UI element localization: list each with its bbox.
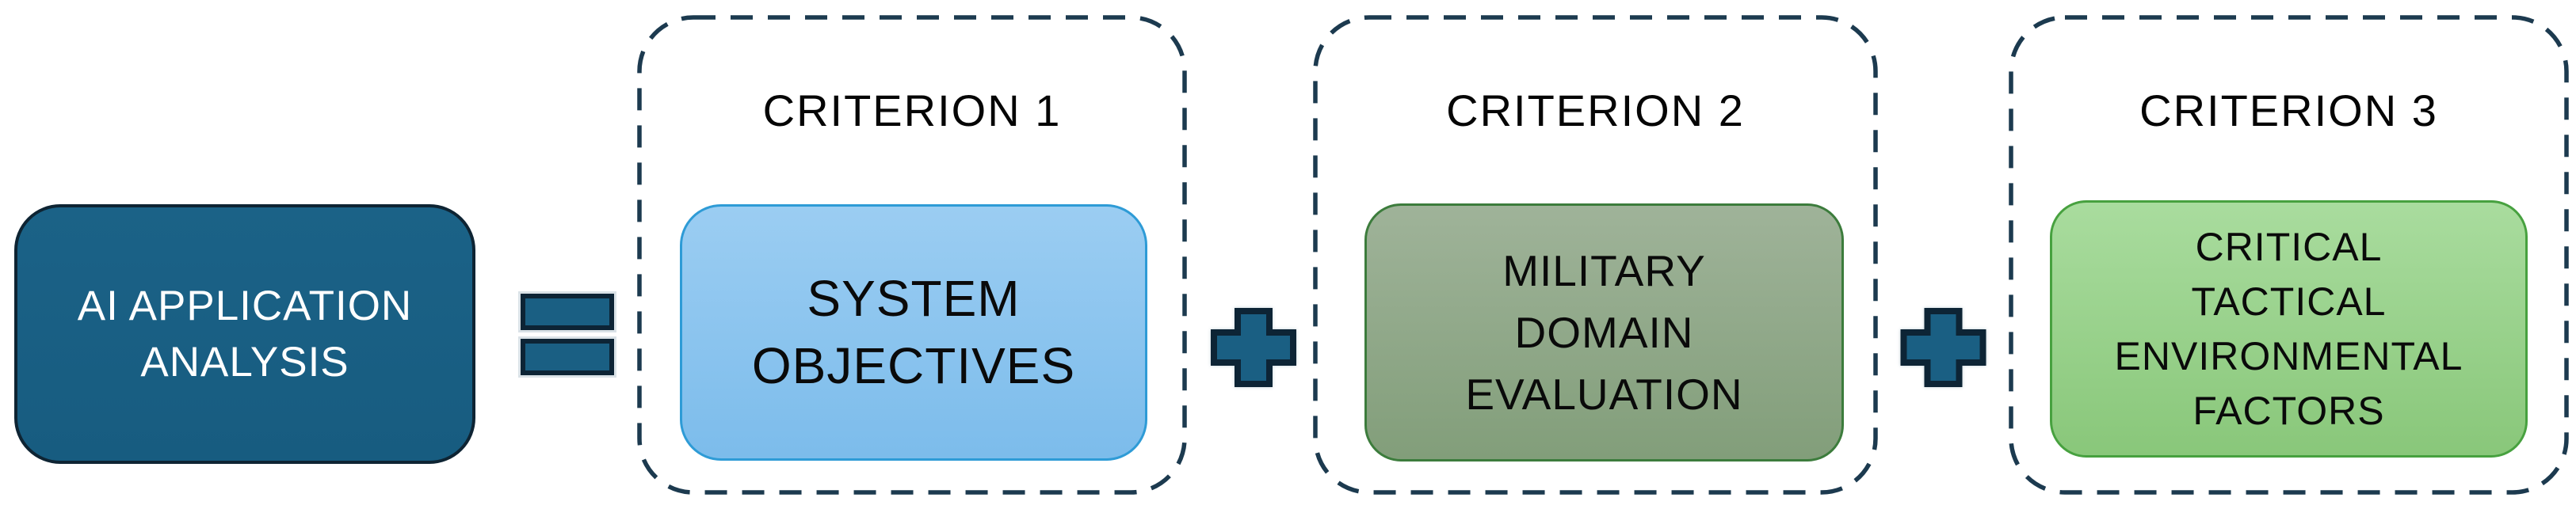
criterion-1-title: CRITERION 1 [762, 85, 1062, 135]
main-box-label-line: ANALYSIS [140, 339, 349, 386]
criterion-2-label-line: EVALUATION [1465, 370, 1743, 420]
criterion-3-label-line: ENVIRONMENTAL [2114, 333, 2463, 378]
military-domain-evaluation-box: MILITARY DOMAIN EVALUATION [1364, 203, 1844, 462]
system-objectives-box: SYSTEM OBJECTIVES [680, 204, 1147, 461]
criterion-2-group: CRITERION 2 MILITARY DOMAIN EVALUATION [1313, 15, 1878, 495]
plus-icon [1211, 308, 1296, 387]
critical-tactical-environmental-factors-box: CRITICAL TACTICAL ENVIRONMENTAL FACTORS [2050, 200, 2528, 458]
criterion-2-title: CRITERION 2 [1446, 85, 1745, 135]
criterion-3-label-line: TACTICAL [2191, 279, 2387, 324]
plus-icon [1900, 308, 1986, 387]
criterion-3-label-line: CRITICAL [2195, 224, 2383, 269]
criterion-3-label-line: FACTORS [2192, 388, 2385, 433]
criterion-1-label-line: SYSTEM [807, 269, 1021, 327]
criterion-1-label-line: OBJECTIVES [751, 337, 1076, 394]
criterion-3-dashed-border [2009, 15, 2569, 495]
main-box-label-line: AI APPLICATION [77, 282, 413, 329]
criterion-2-label-line: DOMAIN [1514, 307, 1694, 357]
equals-bar [521, 339, 614, 375]
criterion-3-group: CRITERION 3 CRITICAL TACTICAL ENVIRONMEN… [2009, 15, 2569, 495]
ai-application-analysis-box: AI APPLICATION ANALYSIS [14, 204, 475, 464]
criterion-2-label-line: MILITARY [1502, 245, 1706, 295]
criterion-3-title: CRITERION 3 [2139, 85, 2438, 135]
criterion-2-dashed-border [1313, 15, 1878, 495]
equals-icon [521, 294, 614, 375]
equals-bar [521, 294, 614, 330]
criterion-1-group: CRITERION 1 SYSTEM OBJECTIVES [637, 15, 1187, 495]
criterion-1-dashed-border [637, 15, 1187, 495]
